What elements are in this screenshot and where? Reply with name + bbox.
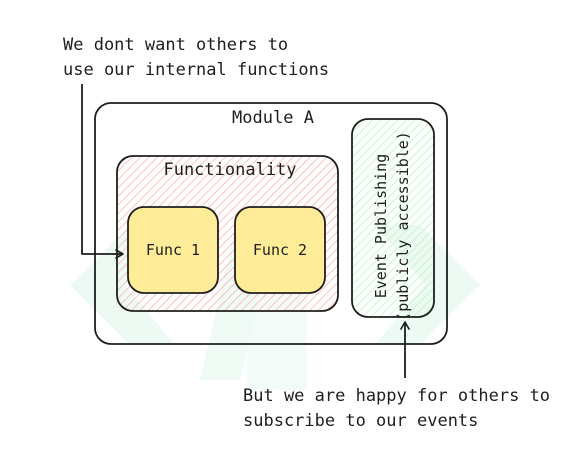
func-1-box xyxy=(127,206,219,294)
note-top-line1: We dont want others to xyxy=(63,35,289,55)
internal-functions-note: We dont want others to use our internal … xyxy=(63,33,329,83)
func-1-label: Func 1 xyxy=(145,241,201,259)
event-publishing-box xyxy=(351,118,435,318)
func-2-box xyxy=(234,206,326,294)
functionality-title: Functionality xyxy=(163,160,297,180)
arrow-right-icon xyxy=(81,84,124,259)
event-publishing-line1: Event Publishing xyxy=(372,153,390,299)
func-2-label: Func 2 xyxy=(252,241,308,259)
module-a-box xyxy=(94,102,448,345)
events-note: But we are happy for others to subscribe… xyxy=(243,384,550,434)
note-bottom-line1: But we are happy for others to xyxy=(243,386,551,406)
event-publishing-line2: (publicly accessible) xyxy=(394,131,412,321)
module-title: Module A xyxy=(232,108,314,128)
note-top-line2: use our internal functions xyxy=(63,60,330,80)
note-bottom-line2: subscribe to our events xyxy=(243,411,479,431)
event-publishing-label: Event Publishing (publicly accessible) xyxy=(370,116,414,336)
